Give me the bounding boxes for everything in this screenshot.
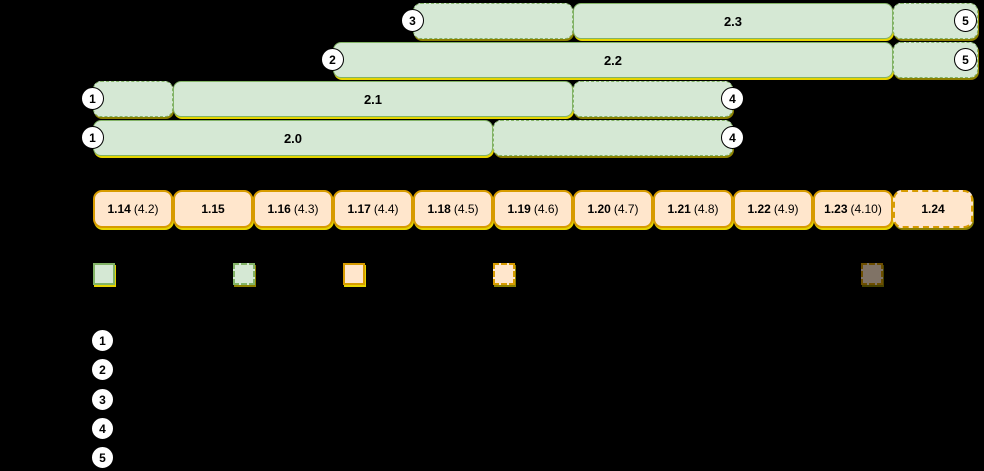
k8s-version-box-1-19: 1.19(4.6) [493, 190, 573, 228]
footnote-number: 4 [99, 421, 106, 436]
k8s-version: 1.23 [824, 202, 848, 216]
marker-number: 4 [729, 91, 736, 106]
marker-circle-1: 1 [81, 126, 104, 149]
k8s-version: 1.19 [507, 202, 531, 216]
footnote-number: 3 [99, 392, 106, 407]
marker-number: 1 [89, 130, 96, 145]
openshift-version: (4.5) [453, 202, 479, 216]
k8s-version-box-1-15: 1.15 [173, 190, 253, 228]
k8s-version-box-1-22: 1.22(4.9) [733, 190, 813, 228]
marker-circle-4: 4 [721, 126, 744, 149]
k8s-version: 1.21 [667, 202, 691, 216]
marker-circle-1: 1 [81, 87, 104, 110]
marker-number: 5 [962, 13, 969, 28]
legend-swatch-orange-solid [343, 263, 365, 285]
bar-2-2-solid-segment: 2.2 [333, 42, 893, 78]
bar-2-3-solid-segment: 2.3 [573, 3, 893, 39]
k8s-version: 1.18 [427, 202, 451, 216]
legend-swatch-green-dashed [233, 263, 255, 285]
marker-circle-4: 4 [721, 87, 744, 110]
k8s-version-row: 1.14(4.2) 1.15 1.16(4.3) 1.17(4.4) 1.18(… [93, 190, 973, 228]
marker-number: 2 [329, 52, 336, 67]
bar-2-0-dashed-right-segment [493, 120, 733, 156]
k8s-version: 1.22 [747, 202, 771, 216]
k8s-version: 1.14 [107, 202, 131, 216]
marker-number: 1 [89, 91, 96, 106]
bar-2-0-solid-segment: 2.0 [93, 120, 493, 156]
bar-2-3-label: 2.3 [723, 13, 743, 29]
k8s-version-box-1-16: 1.16(4.3) [253, 190, 333, 228]
legend-swatch-green-solid [93, 263, 115, 285]
k8s-version: 1.20 [587, 202, 611, 216]
marker-circle-3: 3 [401, 9, 424, 32]
k8s-version-box-1-21: 1.21(4.8) [653, 190, 733, 228]
openshift-version: (4.10) [850, 202, 882, 216]
bar-2-1-solid-segment: 2.1 [173, 81, 573, 117]
k8s-version: 1.15 [201, 202, 225, 216]
bar-2-1-dashed-left-segment [93, 81, 173, 117]
bar-2-1-dashed-right-segment [573, 81, 733, 117]
footnote-circle-1: 1 [91, 329, 114, 352]
bar-2-1-label: 2.1 [363, 91, 383, 107]
footnote-number: 1 [99, 333, 106, 348]
k8s-version-box-1-14: 1.14(4.2) [93, 190, 173, 228]
k8s-version-box-1-24: 1.24 [893, 190, 973, 228]
k8s-version: 1.17 [347, 202, 371, 216]
legend-swatch-orange-faint [861, 263, 883, 285]
openshift-version: (4.6) [533, 202, 559, 216]
bar-2-2-label: 2.2 [603, 52, 623, 68]
marker-circle-2: 2 [321, 48, 344, 71]
footnote-number: 5 [99, 450, 106, 465]
k8s-version: 1.24 [921, 202, 945, 216]
marker-circle-5: 5 [954, 48, 977, 71]
openshift-version: (4.7) [613, 202, 639, 216]
k8s-version-box-1-17: 1.17(4.4) [333, 190, 413, 228]
bar-2-3-dashed-left-segment [413, 3, 573, 39]
bar-2-0-label: 2.0 [283, 130, 303, 146]
marker-number: 5 [962, 52, 969, 67]
marker-number: 4 [729, 130, 736, 145]
openshift-version: (4.4) [373, 202, 399, 216]
k8s-version-box-1-20: 1.20(4.7) [573, 190, 653, 228]
k8s-version-box-1-23: 1.23(4.10) [813, 190, 893, 228]
k8s-version-box-1-18: 1.18(4.5) [413, 190, 493, 228]
footnote-circle-5: 5 [91, 446, 114, 469]
openshift-version: (4.8) [693, 202, 719, 216]
footnote-circle-4: 4 [91, 417, 114, 440]
footnote-circle-3: 3 [91, 388, 114, 411]
openshift-version: (4.2) [133, 202, 159, 216]
footnote-circle-2: 2 [91, 358, 114, 381]
marker-circle-5: 5 [954, 9, 977, 32]
footnote-number: 2 [99, 362, 106, 377]
openshift-version: (4.3) [293, 202, 319, 216]
legend-swatch-orange-dashed [493, 263, 515, 285]
marker-number: 3 [409, 13, 416, 28]
k8s-version: 1.16 [267, 202, 291, 216]
openshift-version: (4.9) [773, 202, 799, 216]
